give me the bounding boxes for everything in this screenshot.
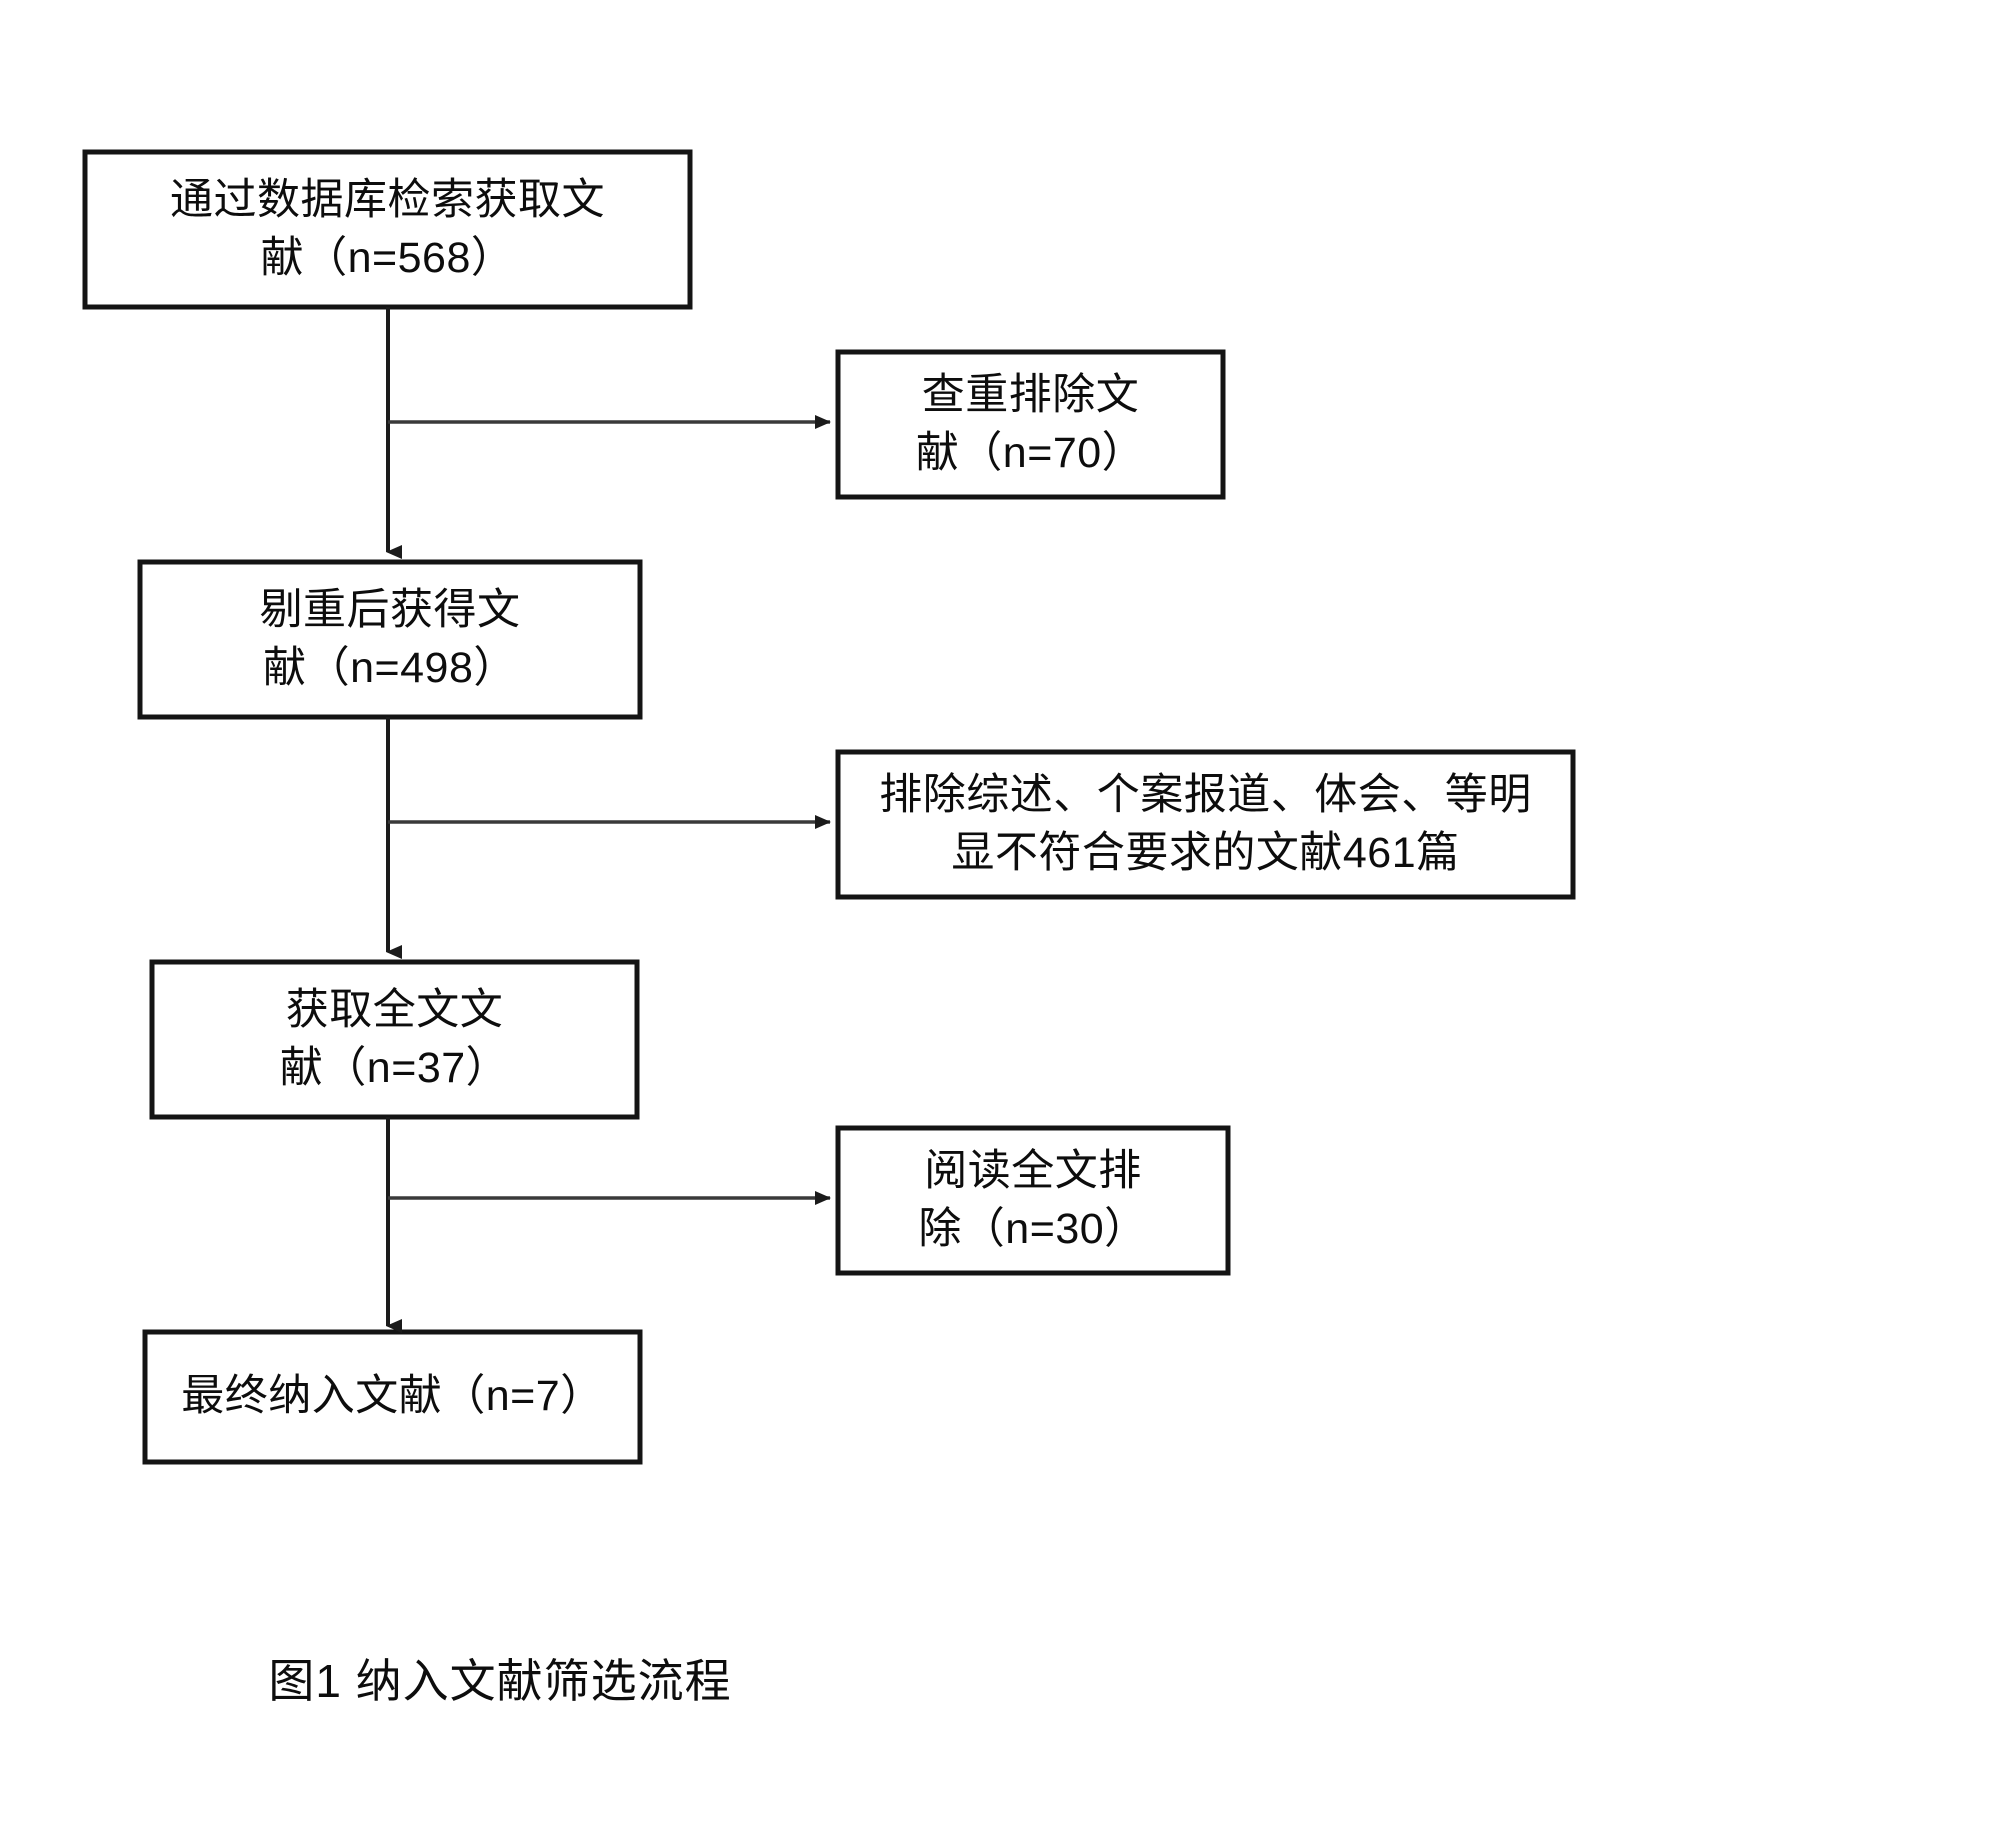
- node-box-after-dedup: [137, 559, 643, 720]
- node-box-included: [142, 1329, 643, 1465]
- node-box-excluded-fulltext: [835, 1125, 1231, 1276]
- node-box-duplicates-removed: [835, 349, 1226, 500]
- node-box-identified: [82, 149, 693, 310]
- figure-caption: 图1 纳入文献筛选流程: [268, 1655, 732, 1707]
- node-box-excluded-screening: [835, 749, 1576, 900]
- node-box-fulltext-obtained: [149, 959, 640, 1120]
